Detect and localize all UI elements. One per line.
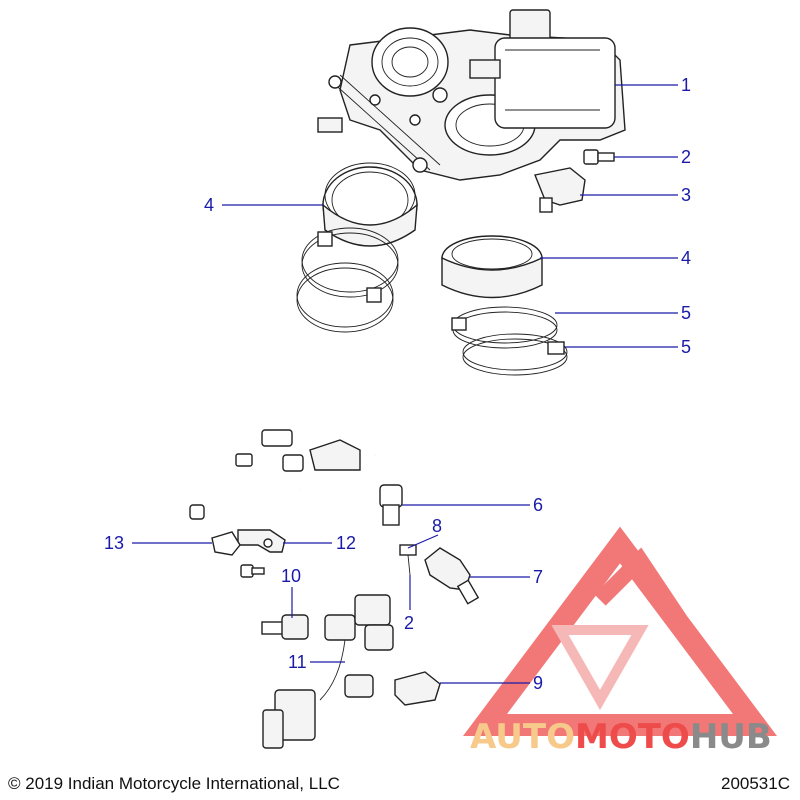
callout-12: 12 [336,533,356,553]
bolt-top [583,149,615,165]
map-sensor [534,167,586,213]
clip [211,531,241,556]
watermark-text-moto: MOTO [575,717,690,757]
callout-3: 3 [681,185,691,205]
intake-boot-left [322,162,418,247]
throttle-body [317,9,626,181]
callout-7: 7 [533,567,543,587]
callout-5-top: 5 [681,303,691,323]
hose-clamps-right [451,306,568,376]
connector [394,671,441,706]
injector-clip [399,544,417,576]
callout-13: 13 [104,533,124,553]
bracket [237,529,286,553]
leader-8 [407,534,439,549]
temp-sensor [261,614,309,640]
watermark-text-hub: HUB [690,717,772,757]
copyright-text: © 2019 Indian Motorcycle International, … [8,774,340,793]
fuel-injector [424,547,480,605]
callout-11: 11 [288,652,307,672]
wiring-harness [262,594,394,749]
watermark-text-auto: AUTO [470,717,575,757]
hose-clamps-left [296,227,399,333]
screw-small [240,564,265,578]
fuel-hose [189,429,403,526]
callout-10: 10 [281,566,301,586]
callout-5-bottom: 5 [681,337,691,357]
callout-2-top: 2 [681,147,691,167]
callout-8: 8 [432,516,442,536]
callout-1: 1 [681,75,691,95]
callout-4-right: 4 [681,248,691,268]
diagram-id: 200531C [720,774,790,793]
callout-4-left: 4 [204,195,214,215]
callout-2-bottom: 2 [404,613,414,633]
intake-boot-right [441,235,543,299]
watermark-logo [463,526,777,736]
callout-9: 9 [533,673,543,693]
watermark-text: AUTOMOTOHUB [470,717,772,757]
callout-6: 6 [533,495,543,515]
